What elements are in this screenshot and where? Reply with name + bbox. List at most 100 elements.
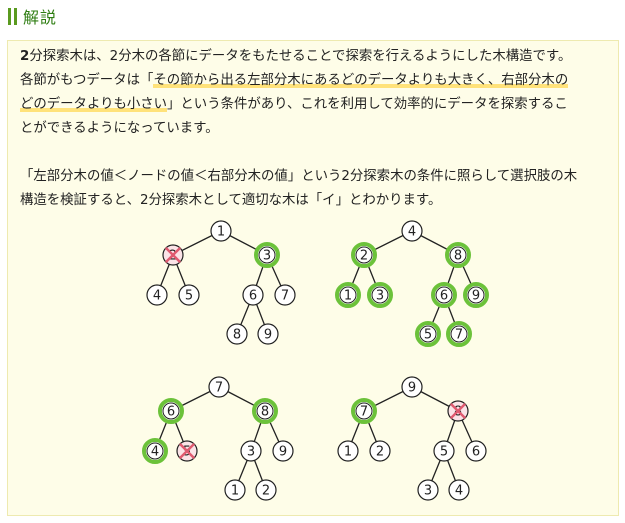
- node-value: 7: [215, 381, 223, 396]
- text-segment: 各節がもつデータは「: [20, 73, 154, 88]
- node-value: 8: [261, 405, 269, 420]
- section-header: 解説: [8, 4, 57, 28]
- binary-trees-figure: 123456789428136957768453912978125634: [142, 220, 489, 501]
- node-value: 5: [185, 289, 193, 304]
- node-value: 7: [455, 328, 463, 343]
- tree-node: 2: [255, 479, 277, 501]
- node-value: 9: [408, 381, 416, 396]
- node-value: 6: [249, 289, 257, 304]
- tree-node: 9: [401, 376, 423, 398]
- tree-node: 9: [272, 440, 294, 462]
- node-circle: [240, 440, 262, 462]
- tree-node: 9: [257, 323, 279, 345]
- node-circle: [258, 246, 276, 264]
- node-value: 4: [153, 289, 161, 304]
- tree-3: 768453912: [142, 376, 294, 501]
- node-value: 7: [281, 289, 289, 304]
- tree-node: 4: [142, 438, 168, 464]
- invalid-cross-icon: [179, 443, 195, 459]
- tree-node: 1: [210, 220, 232, 242]
- node-value: 6: [167, 405, 175, 420]
- node-circle: [369, 440, 391, 462]
- tree-node: 7: [208, 376, 230, 398]
- section-title: 解説: [23, 8, 58, 27]
- node-value: 2: [376, 445, 384, 460]
- node-value: 3: [263, 249, 271, 264]
- tree-node: 5: [178, 284, 200, 306]
- tree-4: 978125634: [337, 376, 487, 501]
- invalid-cross-icon: [165, 247, 181, 263]
- node-circle: [208, 376, 230, 398]
- tree-node: 4: [146, 284, 168, 306]
- tree-node: 4: [401, 220, 423, 242]
- tree-node: 1: [337, 440, 359, 462]
- node-value: 4: [408, 225, 416, 240]
- tree-node: 3: [240, 440, 262, 462]
- tree-node: 6: [158, 398, 184, 424]
- tree-node: 5: [415, 321, 441, 347]
- node-value: 9: [264, 328, 272, 343]
- node-circle: [337, 440, 359, 462]
- node-value: 4: [151, 445, 159, 460]
- tree-node: 8: [252, 398, 278, 424]
- node-circle: [401, 376, 423, 398]
- tree-node: 8: [447, 400, 469, 422]
- tree-node: 6: [431, 282, 457, 308]
- node-circle: [257, 323, 279, 345]
- node-circle: [226, 323, 248, 345]
- node-value: 8: [454, 249, 462, 264]
- explanation-line: 「左部分木の値＜ノードの値＜右部分木の値」という2分探索木の条件に照らして選択肢…: [20, 169, 578, 184]
- node-circle: [242, 284, 264, 306]
- tree-node: 7: [446, 321, 472, 347]
- node-circle: [450, 325, 468, 343]
- bold-number: 2: [20, 49, 30, 64]
- explanation-line: 各節がもつデータは「その節から出る左部分木にあるどのデータよりも大きく、右部分木…: [20, 69, 612, 93]
- text-segment: 」という条件があり、これを利用して効率的にデータを探索するこ: [167, 97, 568, 112]
- node-circle: [355, 246, 373, 264]
- node-circle: [465, 440, 487, 462]
- node-circle: [467, 286, 485, 304]
- node-value: 8: [233, 328, 241, 343]
- node-value: 6: [472, 445, 480, 460]
- node-circle: [401, 220, 423, 242]
- text-segment: 分探索木は、2分木の各節に: [29, 49, 199, 64]
- node-circle: [255, 479, 277, 501]
- header-bar-icon: [8, 7, 17, 25]
- node-circle: [146, 442, 164, 460]
- tree-node: 2: [369, 440, 391, 462]
- tree-node: 4: [448, 479, 470, 501]
- tree-node: 9: [463, 282, 489, 308]
- tree-node: 3: [254, 242, 280, 268]
- node-circle: [178, 284, 200, 306]
- explanation-line: 構造を検証すると、2分探索木として適切な木は「イ」とわかります。: [20, 193, 442, 208]
- tree-node: 7: [274, 284, 296, 306]
- node-circle: [448, 479, 470, 501]
- tree-node: 1: [335, 282, 361, 308]
- node-value: 9: [279, 445, 287, 460]
- explanation-line: どのデータよりも小さい」という条件があり、これを利用して効率的にデータを探索する…: [20, 93, 612, 117]
- tree-node: 2: [351, 242, 377, 268]
- tree-node: 8: [445, 242, 471, 268]
- node-circle: [417, 479, 439, 501]
- node-value: 1: [344, 289, 352, 304]
- explanation-text: 2分探索木は、2分木の各節にデータをもたせることで探索を行えるようにした木構造で…: [20, 45, 612, 213]
- explanation-line: とができるようになっています。: [20, 121, 219, 136]
- node-value: 3: [247, 445, 255, 460]
- explanation-panel: 2分探索木は、2分木の各節にデータをもたせることで探索を行えるようにした木構造で…: [7, 40, 619, 516]
- tree-node: 7: [351, 398, 377, 424]
- node-value: 9: [472, 289, 480, 304]
- node-value: 7: [360, 405, 368, 420]
- highlighted-condition: その節から出る左部分木にあるどのデータよりも大きく、右部分木の: [153, 73, 569, 88]
- highlighted-condition: どのデータよりも小さい: [20, 97, 168, 112]
- node-circle: [371, 286, 389, 304]
- node-value: 1: [217, 225, 225, 240]
- node-value: 4: [455, 484, 463, 499]
- node-circle: [256, 402, 274, 420]
- node-circle: [433, 440, 455, 462]
- tree-node: 1: [224, 479, 246, 501]
- node-value: 3: [424, 484, 432, 499]
- node-circle: [355, 402, 373, 420]
- node-value: 2: [262, 484, 270, 499]
- node-circle: [272, 440, 294, 462]
